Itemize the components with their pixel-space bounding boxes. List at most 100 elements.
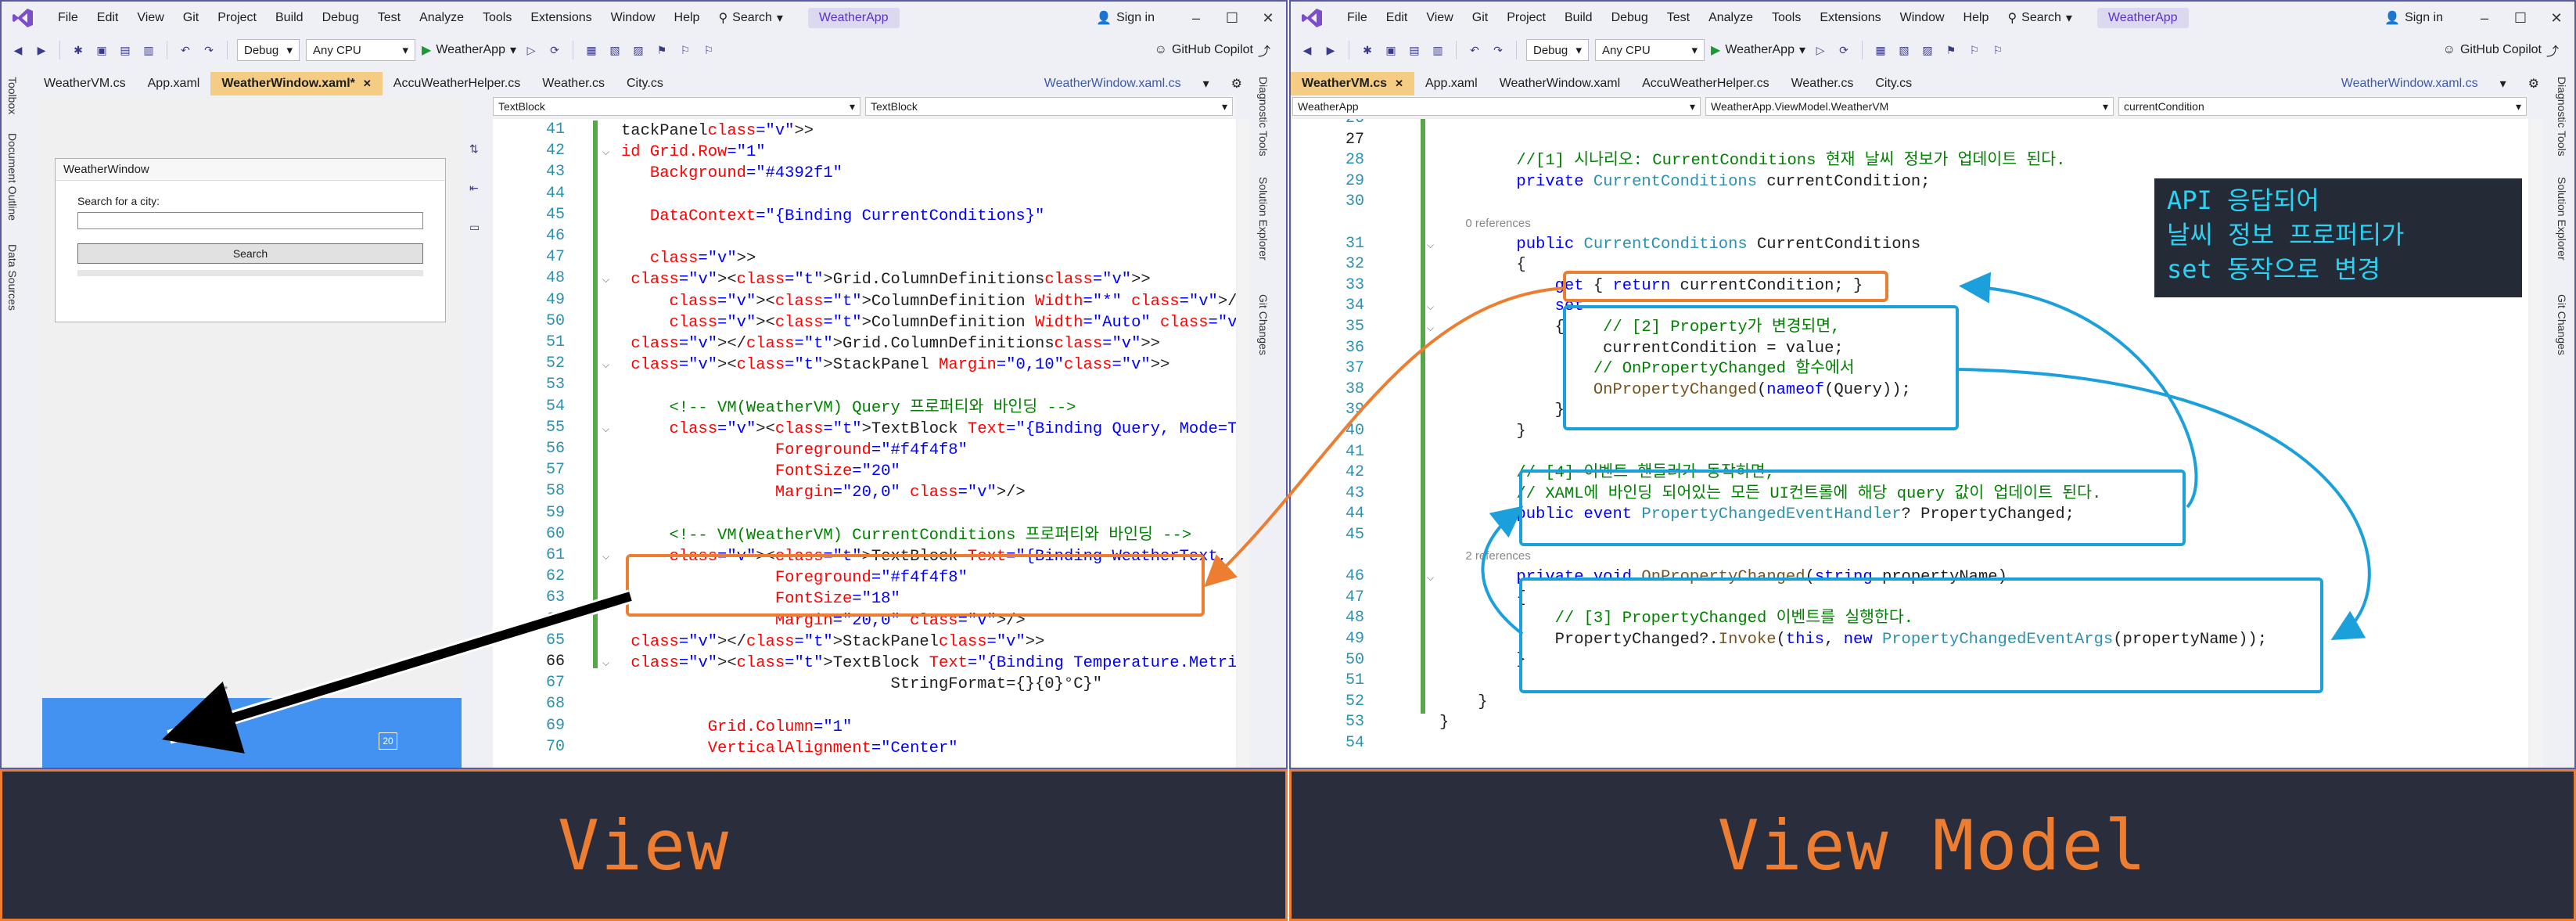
collapse-chevron-icon[interactable]: ⌵ — [1427, 322, 1435, 333]
configuration-dropdown[interactable]: Debug▾ — [237, 39, 300, 61]
swap-panes-icon[interactable]: ⇅ — [469, 142, 479, 155]
hot-reload-icon[interactable]: ⟳ — [550, 43, 559, 56]
editor-scrollbar[interactable] — [2530, 119, 2542, 768]
comment-icon[interactable]: ▨ — [633, 43, 644, 56]
toolbox-icon[interactable]: ▦ — [586, 43, 597, 56]
git-changes-tab[interactable]: Git Changes — [1257, 294, 1270, 355]
collapse-chevron-icon[interactable]: ⌵ — [1427, 301, 1435, 313]
data-sources-tab[interactable]: Data Sources — [6, 244, 19, 311]
menu-git[interactable]: Git — [1471, 11, 1489, 24]
menu-view[interactable]: View — [137, 11, 164, 24]
element-nav-left[interactable]: TextBlock▾ — [493, 97, 860, 116]
menu-extensions[interactable]: Extensions — [530, 11, 592, 24]
type-nav-dropdown[interactable]: WeatherApp.ViewModel.WeatherVM▾ — [1705, 97, 2114, 116]
menu-build[interactable]: Build — [275, 11, 304, 24]
collapse-chevron-icon[interactable]: ⌵ — [602, 359, 610, 371]
tab-weatherwindow-xaml-cs[interactable]: WeatherWindow.xaml.cs — [2341, 77, 2478, 90]
tab-accuweatherhelper-cs[interactable]: AccuWeatherHelper.cs — [393, 77, 521, 90]
toolbox-icon[interactable]: ▦ — [1875, 43, 1886, 56]
toolbox-tab[interactable]: Toolbox — [6, 77, 19, 115]
menu-edit[interactable]: Edit — [96, 11, 119, 24]
browser-icon[interactable]: ▧ — [609, 43, 620, 56]
menu-debug[interactable]: Debug — [322, 11, 359, 24]
close-button[interactable]: ✕ — [1262, 9, 1274, 26]
bookmark-prev-icon[interactable]: ⚐ — [1969, 43, 1980, 56]
collapse-chevron-icon[interactable]: ⌵ — [1427, 572, 1435, 584]
new-project-icon[interactable]: ✱ — [74, 43, 83, 56]
maximize-button[interactable]: ☐ — [2513, 9, 2527, 26]
visual-studio-logo-icon[interactable] — [1299, 5, 1325, 31]
menu-file[interactable]: File — [58, 11, 78, 24]
menu-help[interactable]: Help — [1963, 11, 1989, 24]
configuration-dropdown[interactable]: Debug▾ — [1526, 39, 1589, 61]
start-without-debugging-icon[interactable]: ▷ — [526, 43, 536, 56]
tab-weatherwindow-xaml[interactable]: WeatherWindow.xaml — [1499, 77, 1621, 90]
minimize-button[interactable]: – — [2480, 9, 2488, 26]
settings-icon[interactable]: ⚙ — [1231, 77, 1242, 91]
document-outline-tab[interactable]: Document Outline — [6, 133, 19, 221]
forward-icon[interactable]: ▶ — [1326, 43, 1335, 56]
save-icon[interactable]: ▤ — [1409, 43, 1420, 56]
designer-search-input[interactable] — [77, 212, 423, 229]
menu-extensions[interactable]: Extensions — [1820, 11, 1881, 24]
menu-tools[interactable]: Tools — [483, 11, 512, 24]
editor-scrollbar[interactable] — [1238, 119, 1250, 768]
run-button[interactable]: ▶ WeatherApp ▾ — [1711, 42, 1805, 58]
element-nav-right[interactable]: TextBlock▾ — [865, 97, 1233, 116]
bookmark-icon[interactable]: ⚑ — [656, 43, 667, 56]
github-copilot-button[interactable]: ☺ GitHub Copilot ⤴ — [1155, 41, 1270, 59]
save-all-icon[interactable]: ▥ — [143, 43, 154, 56]
visual-studio-logo-icon[interactable] — [9, 5, 36, 31]
bookmark-next-icon[interactable]: ⚐ — [703, 43, 714, 56]
collapse-chevron-icon[interactable]: ⌵ — [602, 657, 610, 668]
new-project-icon[interactable]: ✱ — [1363, 43, 1372, 56]
collapse-pane-icon[interactable]: ⇤ — [469, 182, 479, 194]
tab-city-cs[interactable]: City.cs — [627, 77, 663, 90]
menu-debug[interactable]: Debug — [1611, 11, 1648, 24]
menu-project[interactable]: Project — [1507, 11, 1546, 24]
redo-icon[interactable]: ↷ — [1493, 43, 1503, 56]
tab-city-cs[interactable]: City.cs — [1875, 77, 1913, 90]
bookmark-icon[interactable]: ⚑ — [1945, 43, 1956, 56]
menu-build[interactable]: Build — [1565, 11, 1593, 24]
sign-in-button[interactable]: 👤 Sign in — [2384, 10, 2443, 26]
forward-icon[interactable]: ▶ — [37, 43, 46, 56]
close-icon[interactable]: ✕ — [1395, 77, 1403, 89]
collapse-chevron-icon[interactable]: ⌵ — [602, 423, 610, 434]
tab-overflow-icon[interactable]: ▾ — [1202, 77, 1209, 91]
vertical-split-icon[interactable]: ▭ — [469, 221, 480, 233]
collapse-chevron-icon[interactable]: ⌵ — [602, 274, 610, 286]
search-box[interactable]: ⚲ Search ▾ — [1998, 10, 2081, 26]
settings-icon[interactable]: ⚙ — [2527, 77, 2539, 91]
menu-window[interactable]: Window — [1899, 11, 1945, 24]
save-all-icon[interactable]: ▥ — [1432, 43, 1443, 56]
redo-icon[interactable]: ↷ — [204, 43, 214, 56]
close-button[interactable]: ✕ — [2550, 9, 2563, 26]
menu-project[interactable]: Project — [217, 11, 257, 24]
github-copilot-button[interactable]: ☺ GitHub Copilot ⤴ — [2443, 41, 2559, 59]
menu-view[interactable]: View — [1426, 11, 1453, 24]
code-text[interactable]: //[1] 시나리오: CurrentConditions 현재 날씨 정보가 … — [1439, 152, 2268, 732]
menu-edit[interactable]: Edit — [1385, 11, 1408, 24]
menu-analyze[interactable]: Analyze — [1708, 11, 1753, 24]
diagnostic-tools-tab[interactable]: Diagnostic Tools — [1257, 77, 1270, 156]
tab-weathervm-cs[interactable]: WeatherVM.cs — [44, 77, 126, 90]
diagnostic-tools-tab[interactable]: Diagnostic Tools — [2556, 77, 2568, 156]
menu-analyze[interactable]: Analyze — [419, 11, 464, 24]
solution-explorer-tab[interactable]: Solution Explorer — [1257, 177, 1270, 261]
close-icon[interactable]: ✕ — [362, 77, 372, 89]
tab-weatherwindow-xaml-cs[interactable]: WeatherWindow.xaml.cs — [1044, 77, 1181, 90]
comment-icon[interactable]: ▨ — [1922, 43, 1933, 56]
code-text[interactable]: tackPanelclass="v">> id Grid.Row="1" Bac… — [621, 122, 1236, 757]
project-nav-dropdown[interactable]: WeatherApp▾ — [1292, 97, 1701, 116]
member-nav-dropdown[interactable]: currentCondition▾ — [2118, 97, 2527, 116]
tab-weatherwindow-xaml[interactable]: WeatherWindow.xaml*✕ — [210, 72, 383, 95]
minimize-button[interactable]: – — [1191, 9, 1200, 26]
menu-window[interactable]: Window — [610, 11, 656, 24]
browser-icon[interactable]: ▧ — [1899, 43, 1910, 56]
open-folder-icon[interactable]: ▣ — [96, 43, 107, 56]
tab-weather-cs[interactable]: Weather.cs — [542, 77, 605, 90]
collapse-chevron-icon[interactable]: ⌵ — [602, 551, 610, 562]
menu-test[interactable]: Test — [1666, 11, 1690, 24]
